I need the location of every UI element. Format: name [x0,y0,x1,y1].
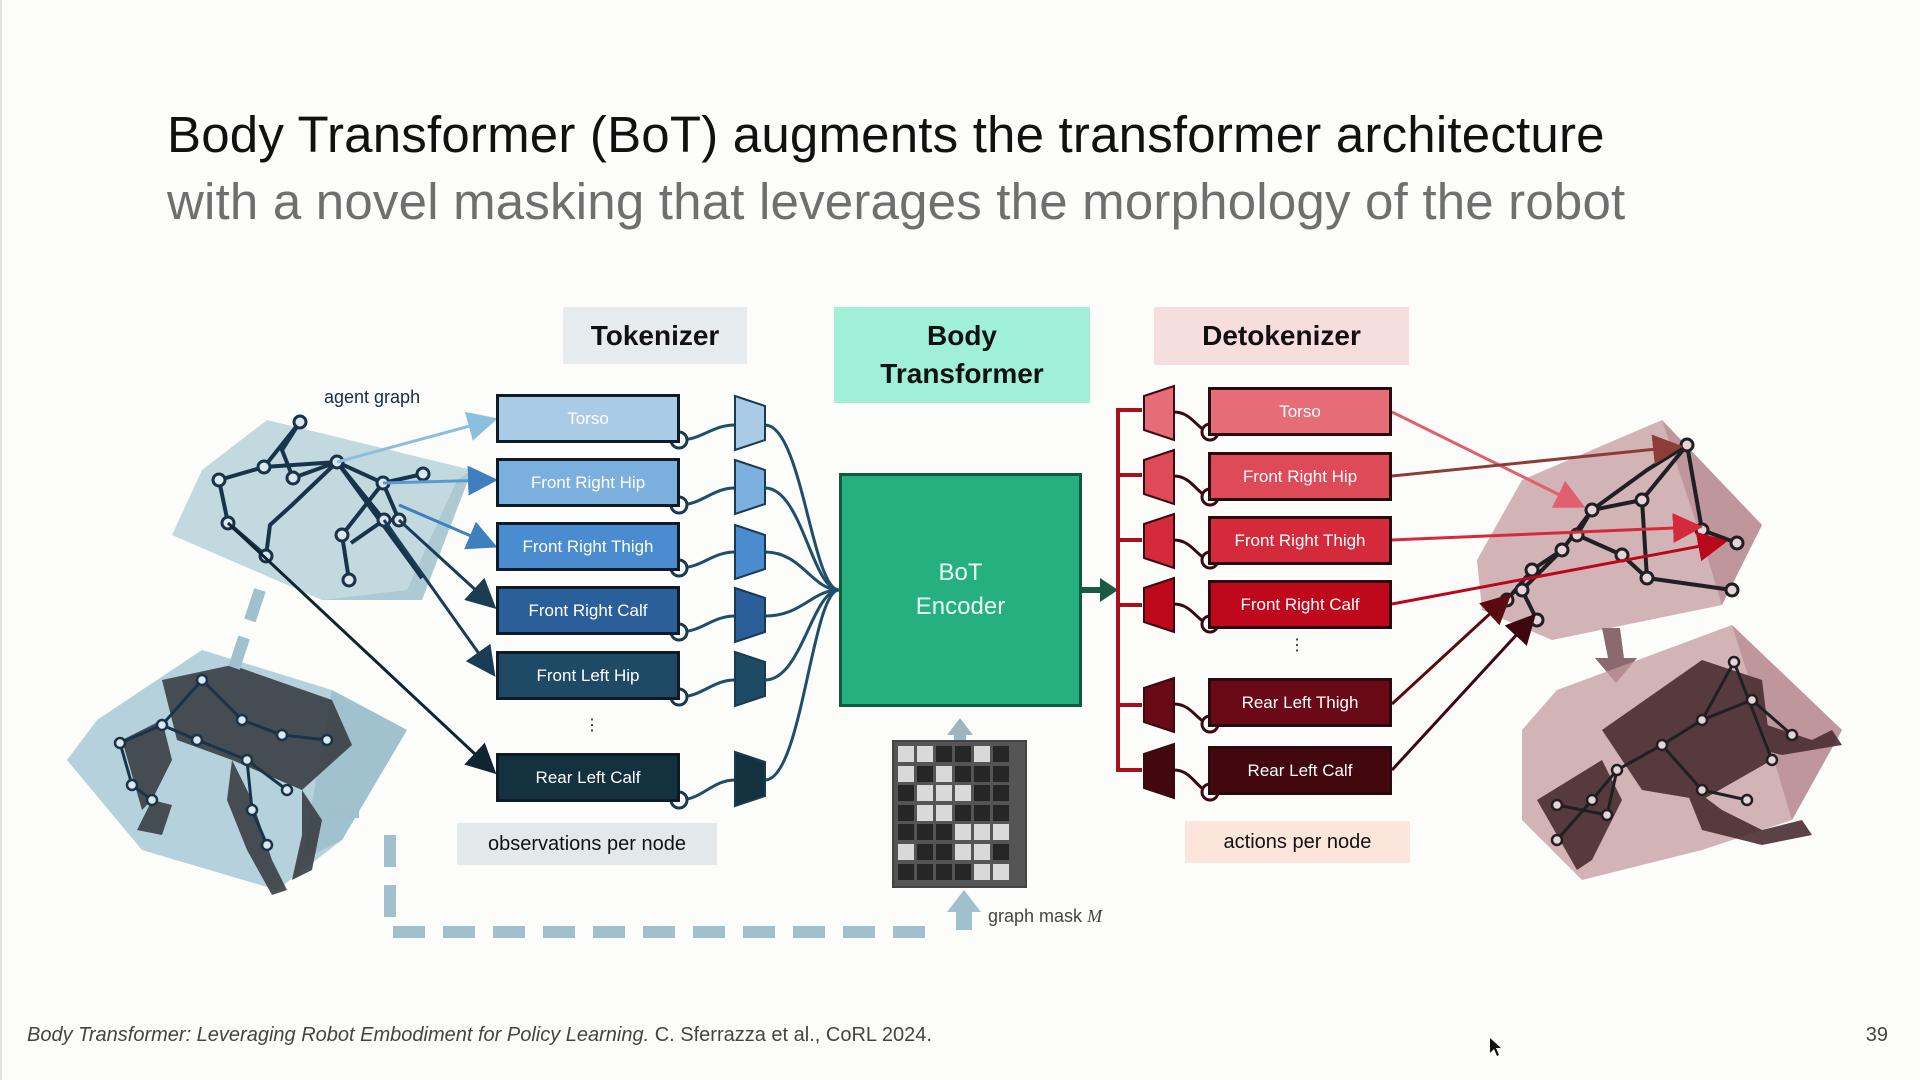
tokenizer-node-front-right-calf: Front Right Calf [496,586,680,635]
detokenizer-node-front-right-calf: Front Right Calf [1208,580,1392,629]
tokenizer-node-rear-left-calf: Rear Left Calf [496,753,680,802]
citation-authors: C. Sferrazza et al., CoRL 2024. [649,1024,932,1046]
bot-encoder-block: BoT Encoder [839,473,1082,707]
detokenizer-node-rear-left-calf: Rear Left Calf [1208,746,1392,795]
mask-cell [917,746,933,762]
left-robot-image [67,650,407,895]
mask-cell [898,785,914,802]
mask-cell [993,824,1009,841]
mask-cell [955,746,971,762]
mask-cell [898,824,914,841]
mask-cell [993,746,1009,762]
detokenizer-node-torso: Torso [1208,387,1392,436]
mask-cell [955,804,971,821]
graph-mask-matrix [892,740,1027,888]
mask-cell [936,824,952,841]
mask-cell [936,863,952,880]
mask-cell [898,844,914,860]
graph-mask-label: graph mask M [988,906,1102,927]
mask-cell [955,785,971,802]
encoder-label-line1: BoT [938,559,983,586]
mask-cell [917,844,933,860]
mask-cell [974,746,990,762]
mask-cell [974,765,990,782]
mask-cell [993,785,1009,802]
tokenizer-ellipsis: ⋮ [584,717,600,734]
mask-cell [898,746,914,762]
mask-cell [898,765,914,782]
mask-cell [898,804,914,821]
tokenizer-node-front-right-hip: Front Right Hip [496,458,680,507]
mask-cell [955,765,971,782]
mask-cell [917,785,933,802]
citation-footer: Body Transformer: Leveraging Robot Embod… [27,1024,932,1047]
page-number: 39 [1865,1024,1888,1046]
tokenizer-node-front-left-hip: Front Left Hip [496,651,680,700]
encoder-label-line2: Encoder [915,593,1006,620]
detokenizer-node-front-right-thigh: Front Right Thigh [1208,516,1392,565]
mask-cell [898,863,914,880]
mask-cell [936,804,952,821]
body-transformer-header-line2: Transformer [880,358,1044,389]
mask-cell [917,824,933,841]
right-robot-image [1522,625,1842,880]
mask-cell [955,844,971,860]
mask-cell [936,785,952,802]
tokenizer-node-torso: Torso [496,394,680,443]
slide-subtitle: with a novel masking that leverages the … [167,173,1626,230]
agent-graph-box [172,414,472,600]
mask-cell [936,844,952,860]
tokenizer-node-front-right-thigh: Front Right Thigh [496,522,680,571]
detokenizer-header-label: Detokenizer [1202,320,1361,351]
mask-cell [917,863,933,880]
mask-cell [993,844,1009,860]
mask-cell [955,863,971,880]
mask-cell [993,863,1009,880]
actions-per-node-label: actions per node [1185,821,1410,863]
mask-cell [993,804,1009,821]
mask-cell [936,765,952,782]
mask-cell [917,765,933,782]
mask-cell [917,804,933,821]
mask-up-arrow [947,890,981,930]
mask-cell [993,765,1009,782]
mask-cell [974,844,990,860]
tokenizer-header: Tokenizer [563,307,747,364]
citation-title: Body Transformer: Leveraging Robot Embod… [27,1024,650,1046]
graph-mask-label-text: graph mask [988,906,1083,926]
mask-to-encoder-arrow [947,718,973,745]
slide-title: Body Transformer (BoT) augments the tran… [167,106,1605,163]
mask-cell [974,863,990,880]
mouse-cursor-icon [1490,1038,1501,1056]
observations-per-node-label: observations per node [457,823,717,865]
body-transformer-header: Body Transformer [834,307,1090,403]
mask-cell [974,824,990,841]
mask-cell [974,804,990,821]
detokenizer-bracket [1116,408,1142,772]
detokenizer-node-front-right-hip: Front Right Hip [1208,452,1392,501]
detokenizer-ellipsis: ⋮ [1289,637,1305,654]
encoder-output-arrow [1082,578,1118,602]
mask-cell [974,785,990,802]
agent-graph-label: agent graph [324,387,421,407]
body-transformer-header-line1: Body [927,320,997,351]
mask-cell [955,824,971,841]
tokenizer-header-label: Tokenizer [590,319,720,351]
graph-mask-symbol: M [1087,906,1103,926]
mask-cell [936,746,952,762]
graph-to-mask-dashed-line [224,588,927,938]
detokenizer-header: Detokenizer [1154,307,1409,365]
detokenizer-node-rear-left-thigh: Rear Left Thigh [1208,678,1392,727]
